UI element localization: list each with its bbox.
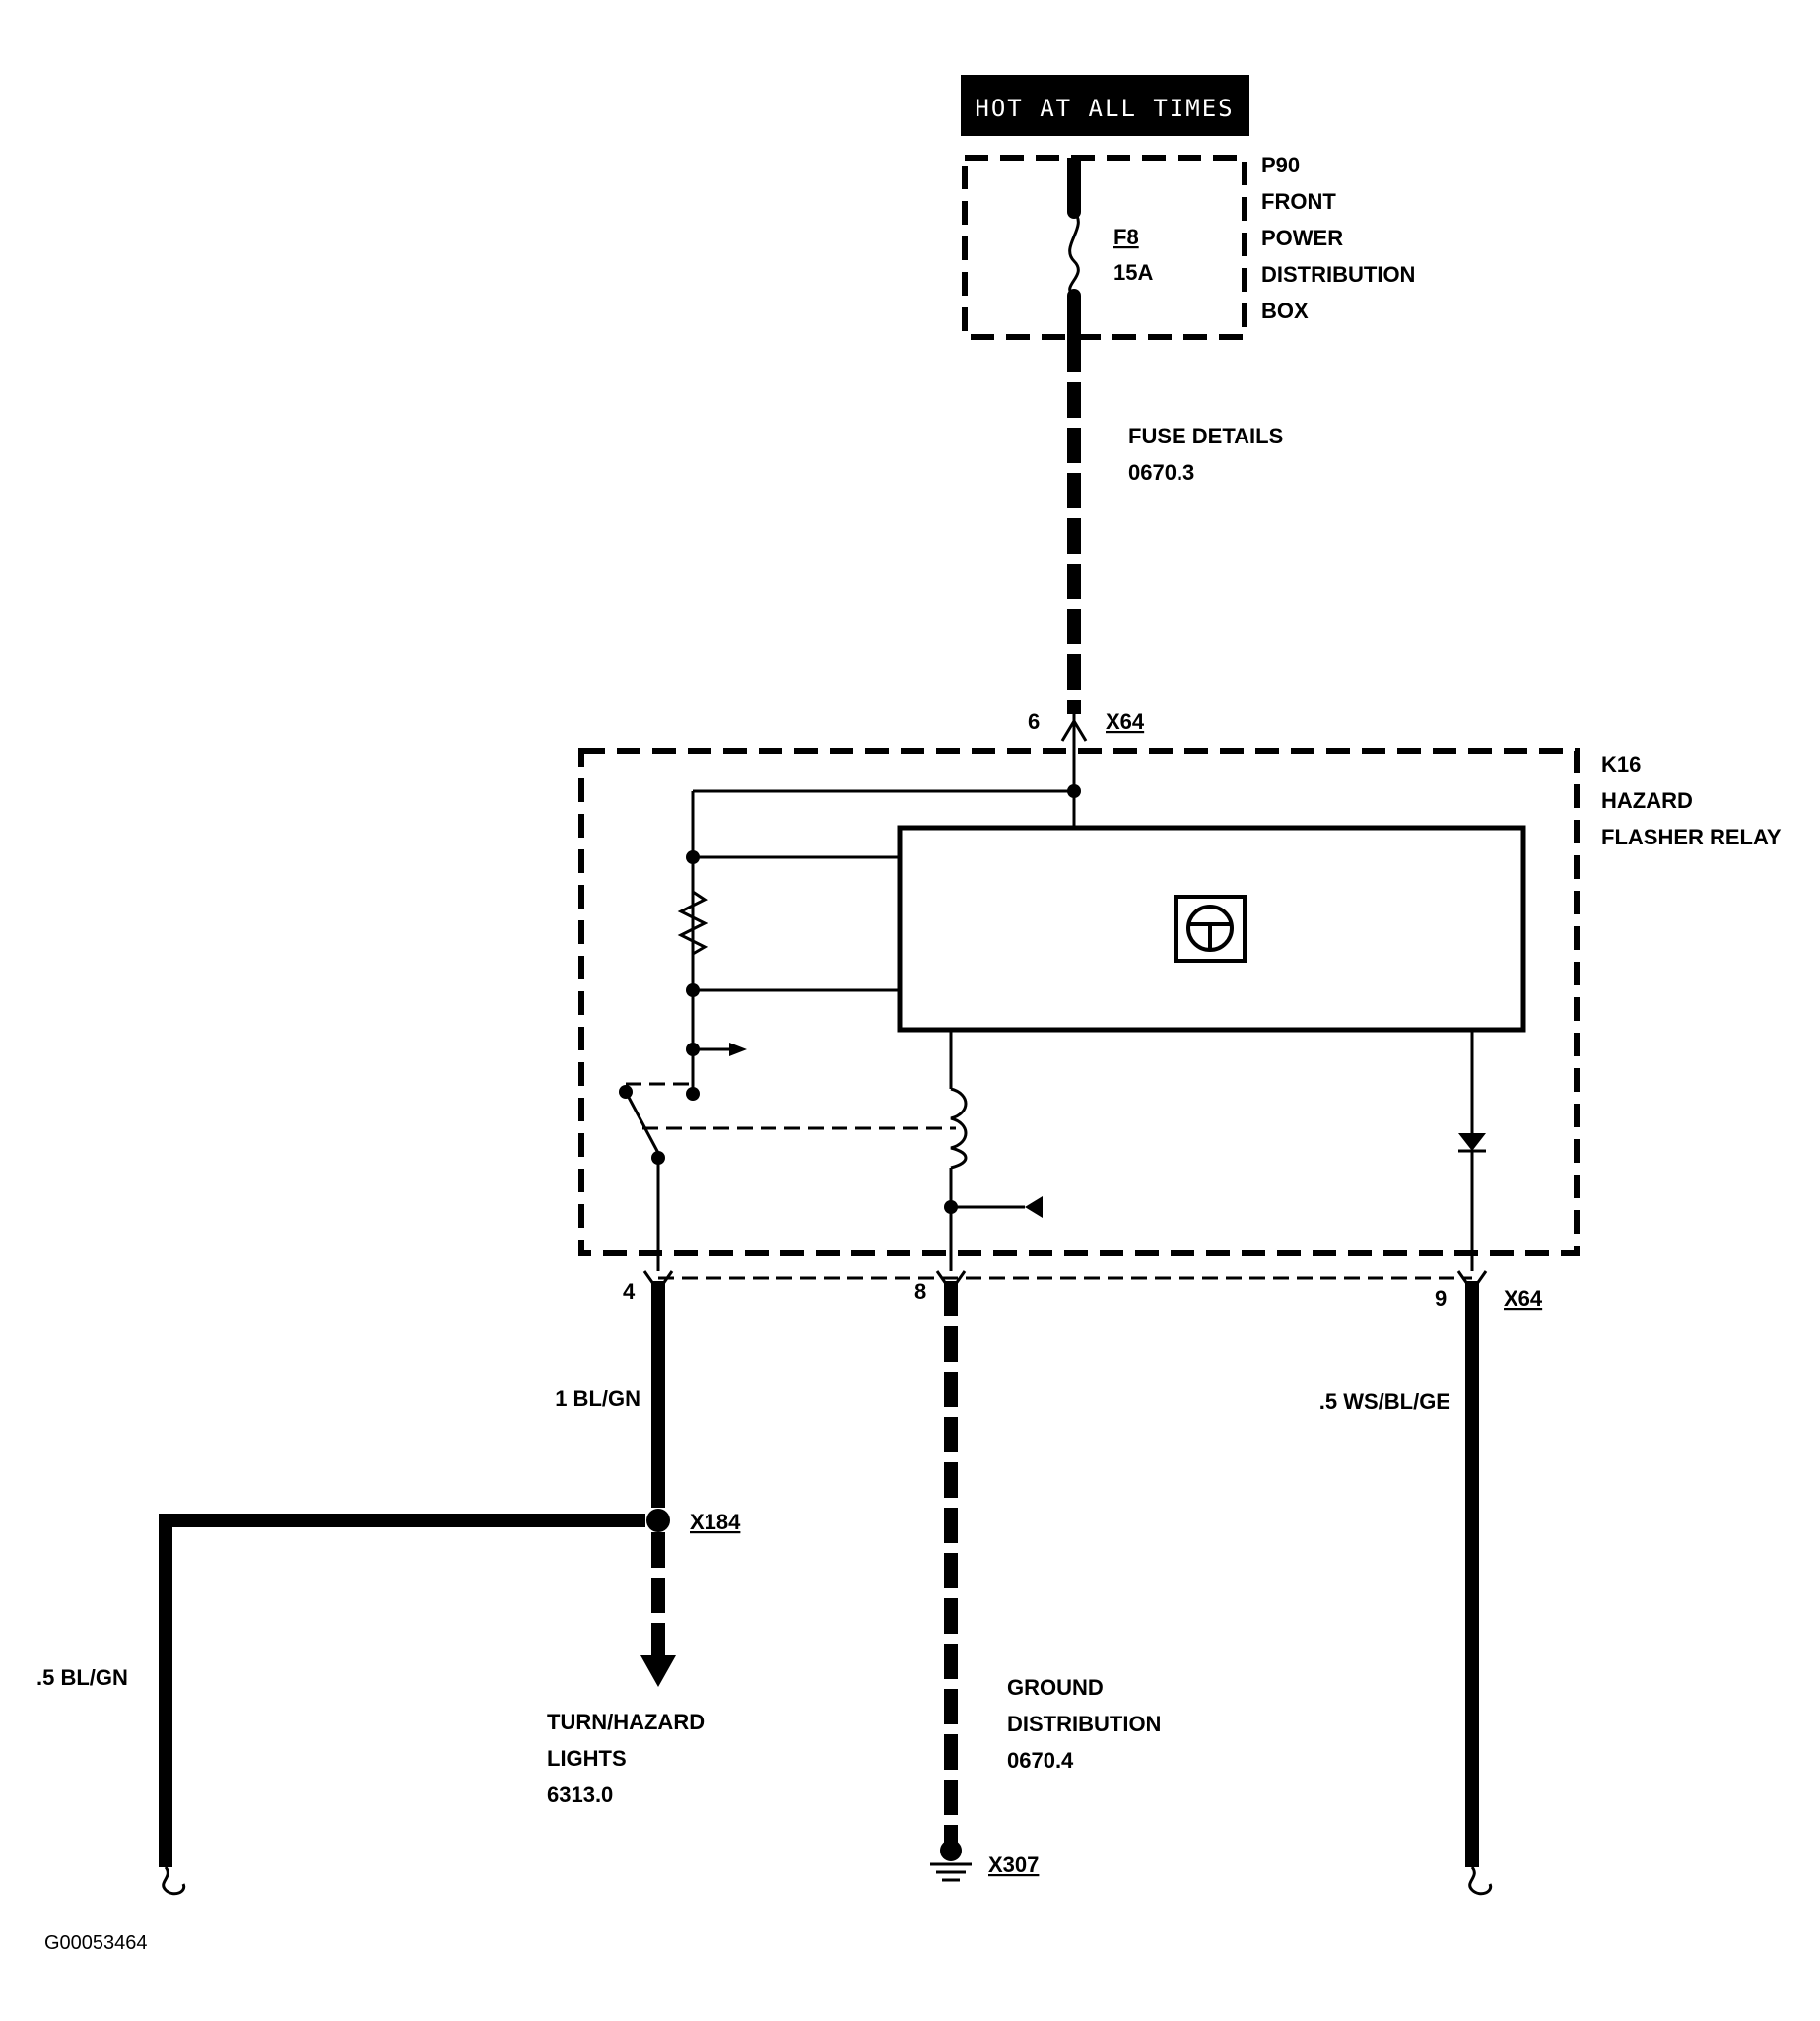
turn-hazard-line-2: LIGHTS bbox=[547, 1746, 627, 1771]
fuse-box-line-4: DISTRIBUTION bbox=[1261, 262, 1415, 287]
ground-line-2: DISTRIBUTION bbox=[1007, 1712, 1161, 1736]
figure-id: G00053464 bbox=[44, 1932, 148, 1954]
electronic-module-icon bbox=[1174, 895, 1247, 963]
splice-name: X184 bbox=[690, 1510, 741, 1534]
far-left-branch-wire bbox=[159, 1514, 645, 1867]
turn-hazard-arrow-icon bbox=[640, 1655, 676, 1687]
hot-at-all-times-label: HOT AT ALL TIMES bbox=[975, 95, 1234, 122]
front-power-distribution-box bbox=[962, 155, 1247, 340]
turn-hazard-line-3: 6313.0 bbox=[547, 1783, 613, 1807]
far-left-wire-color: .5 BL/GN bbox=[36, 1665, 128, 1690]
fuse-box-line-2: FRONT bbox=[1261, 189, 1336, 214]
splice-x184-dot bbox=[646, 1509, 670, 1532]
right-wire-color: .5 WS/BL/GE bbox=[1319, 1389, 1450, 1414]
ground-name: X307 bbox=[988, 1853, 1039, 1877]
relay-line-2: HAZARD bbox=[1601, 788, 1693, 813]
relay-line-3: FLASHER RELAY bbox=[1601, 825, 1782, 849]
fuse-details-line-2: 0670.3 bbox=[1128, 460, 1194, 485]
fuse-details-line-1: FUSE DETAILS bbox=[1128, 424, 1283, 448]
mid-pin-number: 8 bbox=[914, 1279, 926, 1304]
fuse-box-line-3: POWER bbox=[1261, 226, 1343, 250]
left-wire-color: 1 BL/GN bbox=[555, 1386, 640, 1411]
fuse-rating: 15A bbox=[1113, 260, 1153, 285]
bottom-connector-pins bbox=[642, 1270, 1488, 1294]
fuse-box-line-1: P90 bbox=[1261, 153, 1300, 177]
far-left-wire-break-icon bbox=[162, 1866, 186, 1896]
hot-at-all-times-banner: HOT AT ALL TIMES bbox=[961, 75, 1249, 136]
top-pin-number: 6 bbox=[1028, 709, 1040, 734]
right-pin-number: 9 bbox=[1435, 1286, 1447, 1311]
fuse-id: F8 bbox=[1113, 225, 1139, 249]
turn-hazard-line-1: TURN/HAZARD bbox=[547, 1710, 705, 1734]
ground-x307-icon bbox=[930, 1840, 972, 1882]
ground-line-3: 0670.4 bbox=[1007, 1748, 1074, 1773]
right-wire-break-icon bbox=[1468, 1866, 1493, 1896]
hazard-flasher-relay-box bbox=[578, 748, 1580, 1256]
fuse-box-labels: P90 FRONT POWER DISTRIBUTION BOX bbox=[1261, 153, 1415, 323]
connector-x64-top bbox=[1060, 714, 1088, 759]
top-connector-name: X64 bbox=[1106, 709, 1145, 734]
relay-line-1: K16 bbox=[1601, 752, 1641, 776]
relay-internal-circuit bbox=[619, 759, 1486, 1271]
right-connector-name: X64 bbox=[1504, 1286, 1543, 1311]
left-pin-number: 4 bbox=[623, 1279, 636, 1304]
fuse-f8-symbol bbox=[1067, 158, 1081, 337]
fuse-box-line-5: BOX bbox=[1261, 299, 1309, 323]
ground-line-1: GROUND bbox=[1007, 1675, 1104, 1700]
